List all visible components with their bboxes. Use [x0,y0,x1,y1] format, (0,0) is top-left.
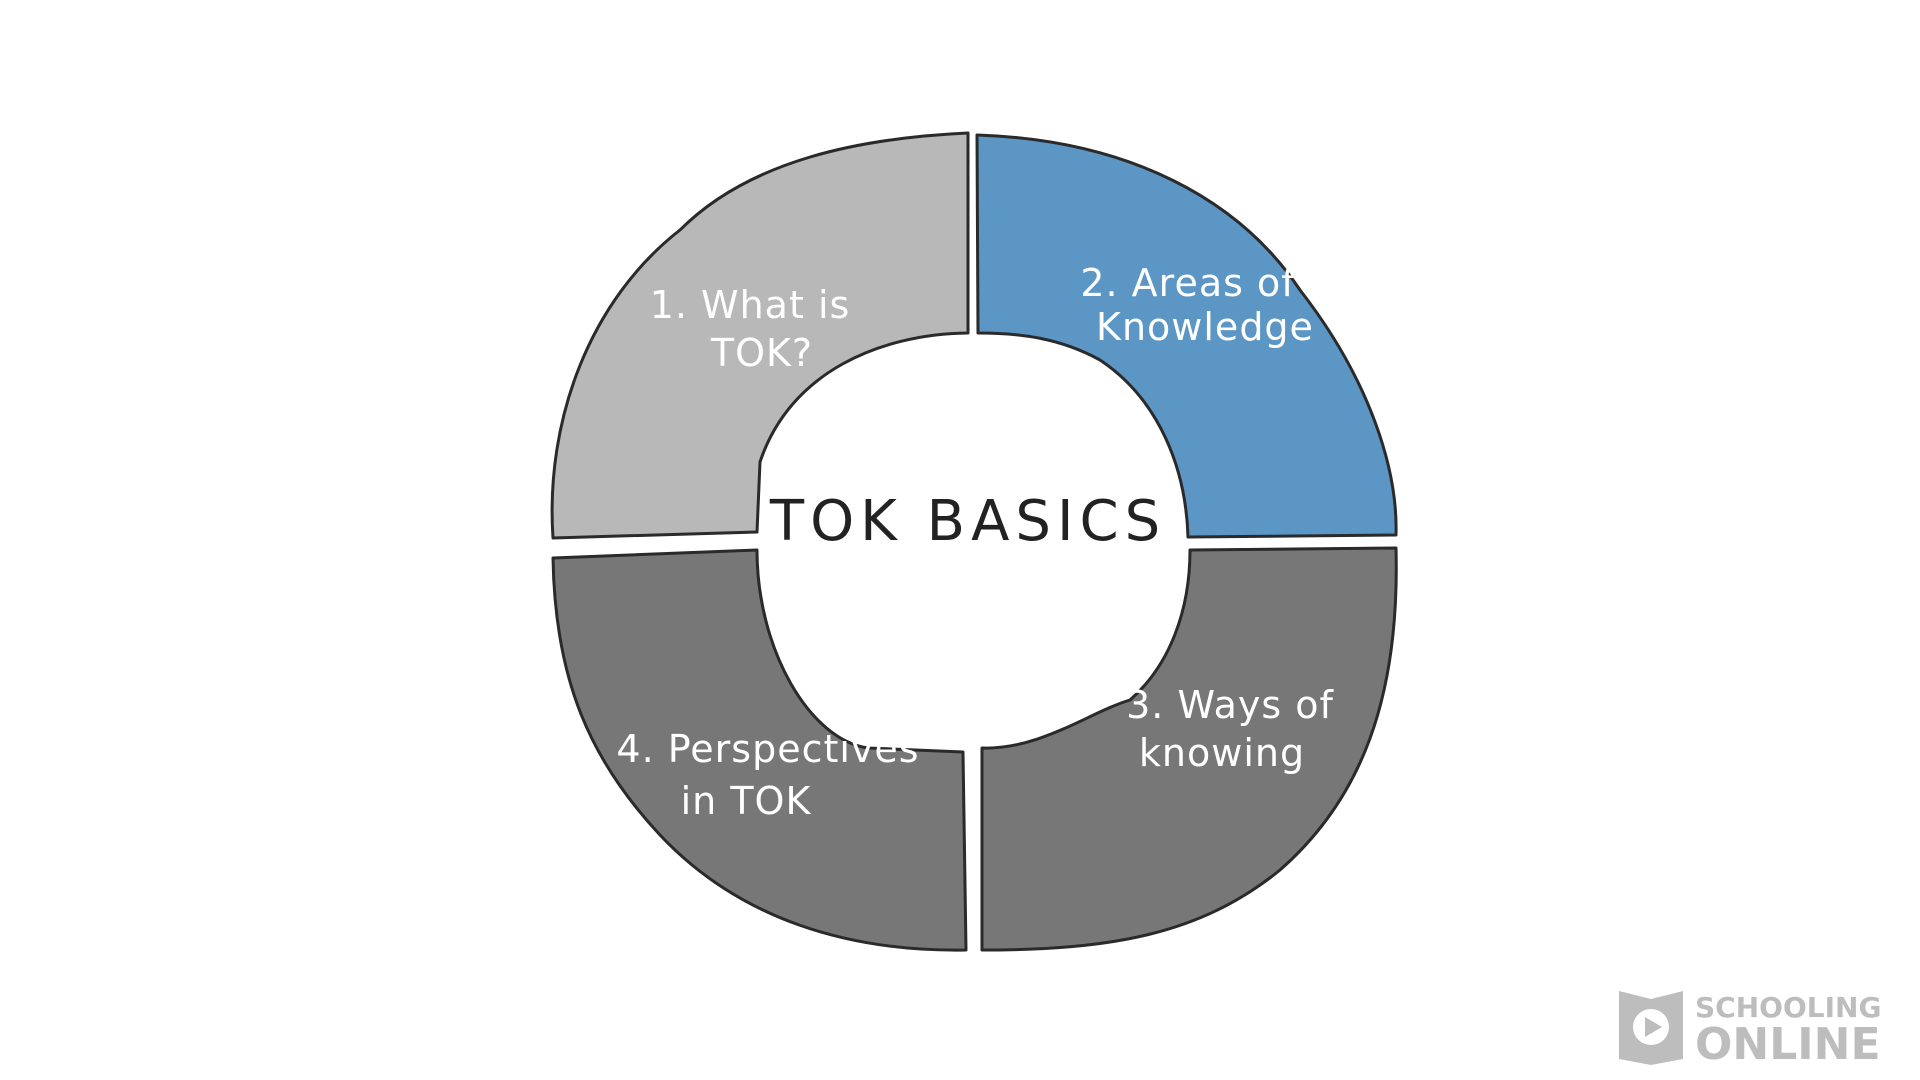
segment-areas-of-knowledge-label-line2: Knowledge [1096,305,1314,349]
schooling-online-logo: SCHOOLING ONLINE [1619,991,1881,1065]
segment-ways-of-knowing: 3. Ways of knowing [980,546,1398,952]
segment-areas-of-knowledge-shape [975,133,1398,539]
segment-perspectives-in-tok-label-line1: 4. Perspectives [616,727,919,771]
segment-areas-of-knowledge-label-line1: 2. Areas of [1080,261,1296,305]
segment-what-is-tok-label-line1: 1. What is [650,283,851,327]
segment-what-is-tok-label-line2: TOK? [710,331,813,375]
segment-perspectives-in-tok-label-line2: in TOK [681,779,812,823]
segment-ways-of-knowing-shape [980,546,1398,952]
center-title: TOK BASICS [769,489,1166,554]
segment-perspectives-in-tok-shape [551,548,968,952]
play-book-icon [1619,991,1683,1065]
segment-what-is-tok-shape [550,131,970,540]
segment-what-is-tok: 1. What is TOK? [550,131,970,540]
segment-ways-of-knowing-label-line2: knowing [1139,731,1305,775]
segment-ways-of-knowing-label-line1: 3. Ways of [1126,683,1334,727]
segment-areas-of-knowledge: 2. Areas of Knowledge [975,133,1398,539]
logo-text-online: ONLINE [1695,1019,1881,1065]
logo-text-schooling: SCHOOLING [1695,991,1881,1024]
segment-perspectives-in-tok: 4. Perspectives in TOK [551,548,968,952]
